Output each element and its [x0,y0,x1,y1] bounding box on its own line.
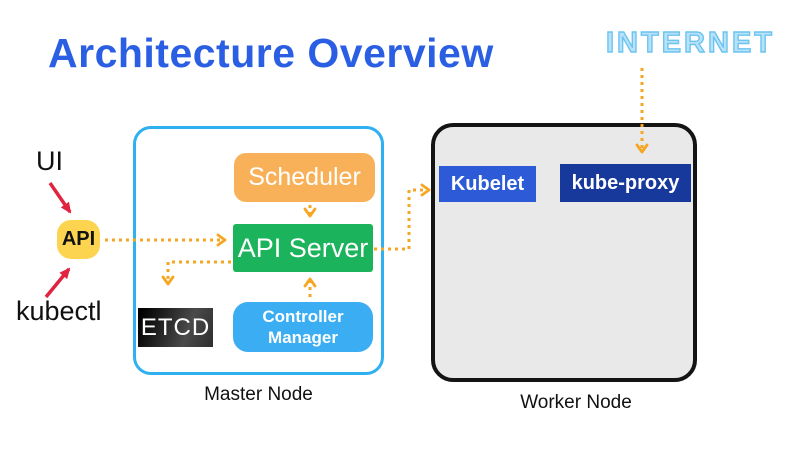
controller-manager-node: Controller Manager [233,302,373,352]
api-server-node: API Server [233,224,373,272]
kube-proxy-node: kube-proxy [560,164,691,202]
ui-client-label: UI [36,146,63,176]
kubelet-node: Kubelet [439,166,536,202]
api-badge: API [57,220,100,259]
arrow-kubectl-to-api [44,267,71,299]
scheduler-node: Scheduler [234,153,375,202]
arrow-ui-to-api [48,182,72,214]
page-title: Architecture Overview [48,30,494,76]
kubectl-client-label: kubectl [16,296,102,326]
worker-node-box [431,123,697,382]
etcd-node: ETCD [138,308,213,347]
master-node-caption: Master Node [204,384,313,405]
worker-node-caption: Worker Node [520,392,632,413]
internet-label: INTERNET [605,26,775,59]
